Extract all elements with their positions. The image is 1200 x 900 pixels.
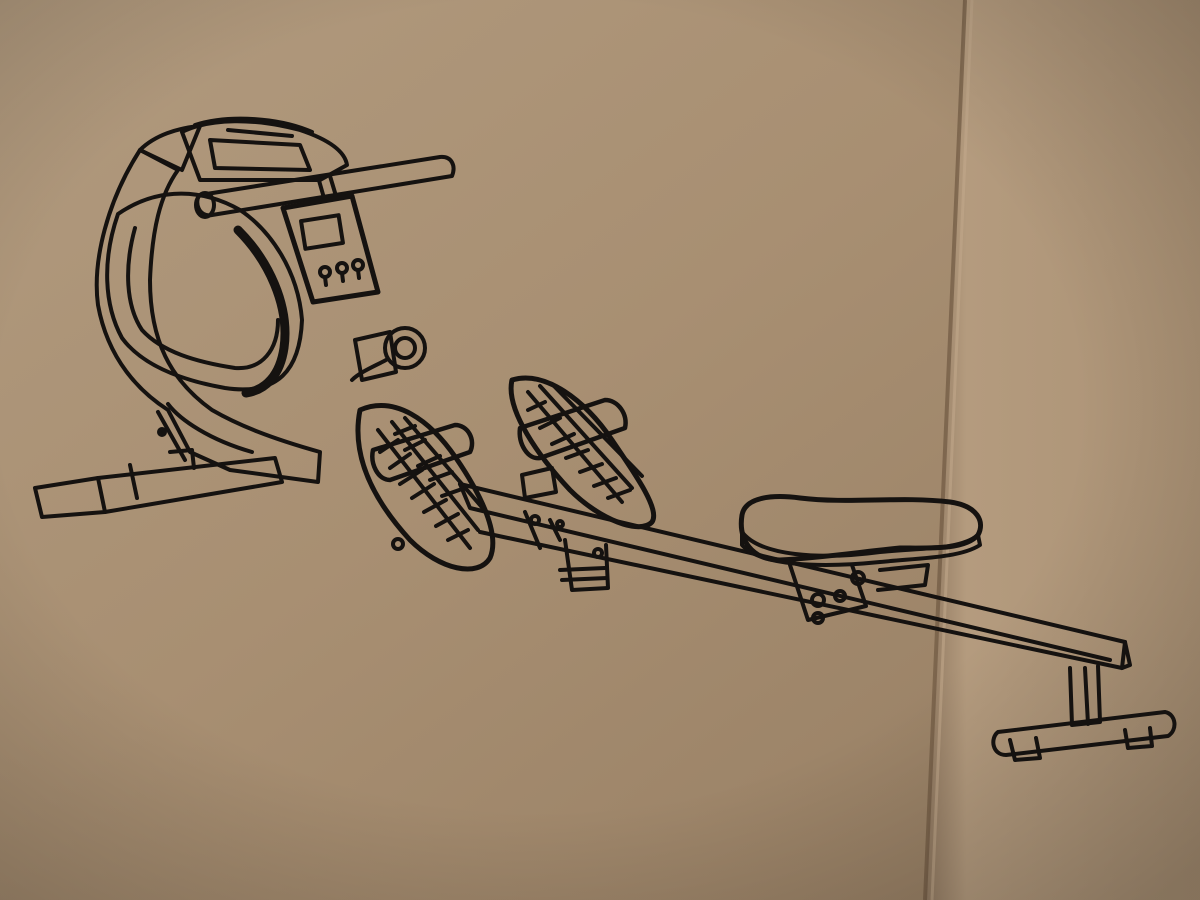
flywheel-housing	[94, 148, 322, 484]
handlebar	[194, 154, 456, 219]
rear-stabilizer	[991, 664, 1177, 762]
right-footrest	[508, 375, 657, 530]
front-stabilizer	[33, 448, 284, 519]
console-monitor	[280, 193, 381, 305]
rowing-machine-drawing	[33, 116, 1177, 762]
top-cap	[138, 116, 349, 182]
tension-knob	[350, 326, 427, 382]
left-footrest	[355, 403, 496, 572]
rowing-seat	[738, 494, 984, 625]
